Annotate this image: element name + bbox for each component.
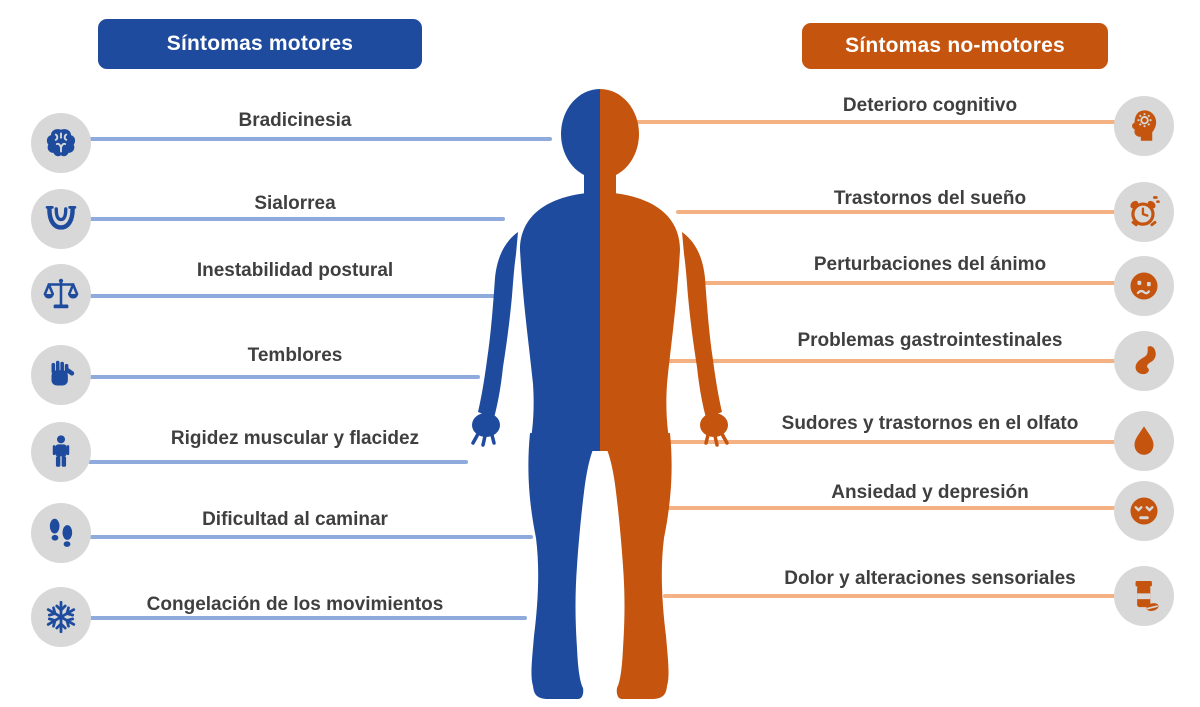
connector-line bbox=[88, 217, 505, 221]
connector-line bbox=[88, 616, 527, 620]
symptom-label: Sudores y trastornos en el olfato bbox=[781, 413, 1079, 434]
person-icon bbox=[31, 422, 91, 482]
symptom-label: Dificultad al caminar bbox=[202, 509, 388, 530]
connector-line bbox=[648, 359, 1116, 363]
symptom-label: Inestabilidad postural bbox=[196, 260, 394, 281]
connector-line bbox=[676, 210, 1116, 214]
symptom-label: Temblores bbox=[247, 345, 343, 366]
connector-line bbox=[88, 460, 468, 464]
alarm-clock-icon bbox=[1114, 182, 1174, 242]
tired-face-icon bbox=[1114, 481, 1174, 541]
connector-line bbox=[88, 294, 498, 298]
connector-line bbox=[663, 594, 1116, 598]
connector-line bbox=[88, 375, 480, 379]
sad-face-icon bbox=[1114, 256, 1174, 316]
connector-line bbox=[88, 137, 552, 141]
symptom-label: Bradicinesia bbox=[238, 110, 352, 131]
symptom-label: Rigidez muscular y flacidez bbox=[170, 428, 420, 449]
connector-line bbox=[630, 120, 1116, 124]
balance-scale-icon bbox=[31, 264, 91, 324]
hand-icon bbox=[31, 345, 91, 405]
stomach-icon bbox=[1114, 331, 1174, 391]
symptom-label: Deterioro cognitivo bbox=[842, 95, 1018, 116]
water-drop-icon bbox=[1114, 411, 1174, 471]
brain-icon bbox=[31, 113, 91, 173]
footprints-icon bbox=[31, 503, 91, 563]
symptom-label: Ansiedad y depresión bbox=[831, 482, 1029, 503]
connector-line bbox=[660, 440, 1116, 444]
snowflake-icon bbox=[31, 587, 91, 647]
symptom-label: Congelación de los movimientos bbox=[146, 594, 444, 615]
non-motor-symptoms-header: Síntomas no-motores bbox=[802, 23, 1108, 69]
symptom-label: Perturbaciones del ánimo bbox=[813, 254, 1047, 275]
pill-bottle-icon bbox=[1114, 566, 1174, 626]
symptom-label: Sialorrea bbox=[254, 193, 336, 214]
motor-symptoms-header: Síntomas motores bbox=[98, 19, 422, 69]
cognitive-head-icon bbox=[1114, 96, 1174, 156]
symptom-label: Trastornos del sueño bbox=[833, 188, 1027, 209]
connector-line bbox=[690, 281, 1116, 285]
human-body-silhouette bbox=[450, 88, 750, 703]
symptom-label: Problemas gastrointestinales bbox=[797, 330, 1063, 351]
mouth-tongue-icon bbox=[31, 189, 91, 249]
connector-line bbox=[647, 506, 1116, 510]
symptom-label: Dolor y alteraciones sensoriales bbox=[784, 568, 1076, 589]
connector-line bbox=[88, 535, 533, 539]
